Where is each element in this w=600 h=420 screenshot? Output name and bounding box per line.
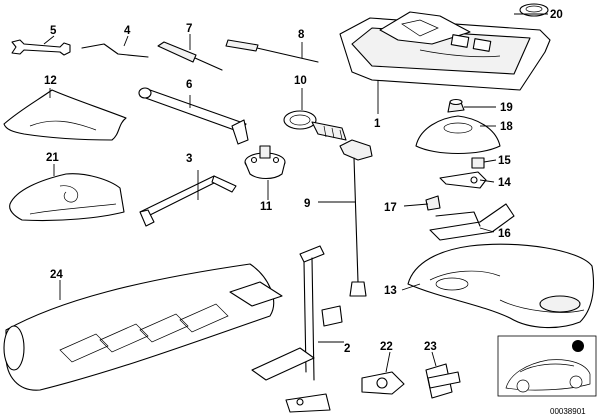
callout-12: 12 bbox=[44, 75, 57, 87]
part-1-tray bbox=[339, 11, 551, 91]
part-15-clip bbox=[471, 157, 485, 169]
callout-24: 24 bbox=[50, 269, 63, 281]
reference-number: 00038901 bbox=[550, 407, 586, 416]
callout-18: 18 bbox=[500, 121, 513, 133]
part-19-nut bbox=[447, 98, 465, 113]
part-14-bracket bbox=[439, 171, 487, 189]
part-21-bag bbox=[9, 173, 125, 222]
callout-13: 13 bbox=[384, 285, 397, 297]
callout-4: 4 bbox=[124, 25, 131, 37]
leader-lines bbox=[43, 13, 548, 373]
part-2-jack bbox=[251, 245, 343, 413]
part-6-lug-wrench bbox=[138, 87, 249, 145]
part-9-crank bbox=[339, 139, 373, 297]
part-23-strap bbox=[425, 363, 461, 399]
callout-16: 16 bbox=[498, 228, 511, 240]
callout-5: 5 bbox=[50, 25, 57, 37]
part-12-pouch bbox=[3, 89, 127, 141]
part-10-towing-eye bbox=[283, 110, 347, 141]
part-24-tool-roll bbox=[3, 263, 283, 391]
callout-14: 14 bbox=[498, 177, 511, 189]
callout-20: 20 bbox=[550, 9, 563, 21]
part-7-screwdriver bbox=[157, 41, 223, 71]
callouts: 1 2 3 4 5 6 7 8 9 10 11 12 13 14 15 16 1… bbox=[44, 9, 563, 355]
callout-1: 1 bbox=[374, 118, 381, 130]
callout-7: 7 bbox=[186, 23, 192, 35]
part-22-plate bbox=[361, 371, 405, 395]
callout-21: 21 bbox=[46, 152, 59, 164]
callout-11: 11 bbox=[260, 201, 273, 213]
callout-6: 6 bbox=[186, 79, 192, 91]
callout-22: 22 bbox=[380, 341, 393, 353]
part-8-rod bbox=[225, 39, 319, 63]
part-13-wheel-well bbox=[407, 243, 595, 329]
callout-10: 10 bbox=[294, 75, 307, 87]
part-11-adapter bbox=[244, 145, 286, 180]
part-5-wrench bbox=[11, 39, 71, 56]
locator-inset bbox=[497, 335, 597, 397]
part-18-holder bbox=[415, 115, 501, 155]
part-16-frame bbox=[429, 203, 515, 241]
callout-3: 3 bbox=[186, 153, 192, 165]
callout-15: 15 bbox=[498, 155, 511, 167]
callout-8: 8 bbox=[298, 29, 305, 41]
callout-2: 2 bbox=[344, 343, 350, 355]
part-3-l-wrench bbox=[139, 175, 237, 227]
location-marker-icon bbox=[572, 340, 584, 352]
callout-9: 9 bbox=[304, 198, 310, 210]
part-4-hex-key bbox=[81, 43, 149, 58]
part-20-plug bbox=[519, 3, 549, 17]
callout-23: 23 bbox=[424, 341, 437, 353]
part-17-nut bbox=[425, 195, 441, 211]
callout-17: 17 bbox=[384, 202, 397, 214]
callout-19: 19 bbox=[500, 102, 513, 114]
